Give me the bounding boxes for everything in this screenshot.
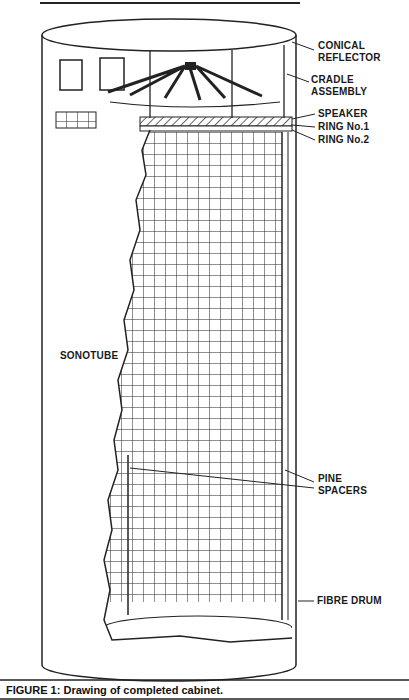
part-label: PINE SPACERS [318,473,380,497]
part-label: CONICAL REFLECTOR [318,40,384,64]
part-label: RING No.1 [318,121,403,133]
part-label: SPEAKER [318,108,403,120]
part-label: FIBRE DRUM [317,595,405,607]
part-label: CRADLE ASSEMBLY [311,74,381,98]
part-label: SONOTUBE [60,350,130,362]
part-label: RING No.2 [318,134,403,146]
figure-caption: FIGURE 1: Drawing of completed cabinet. [6,683,403,697]
